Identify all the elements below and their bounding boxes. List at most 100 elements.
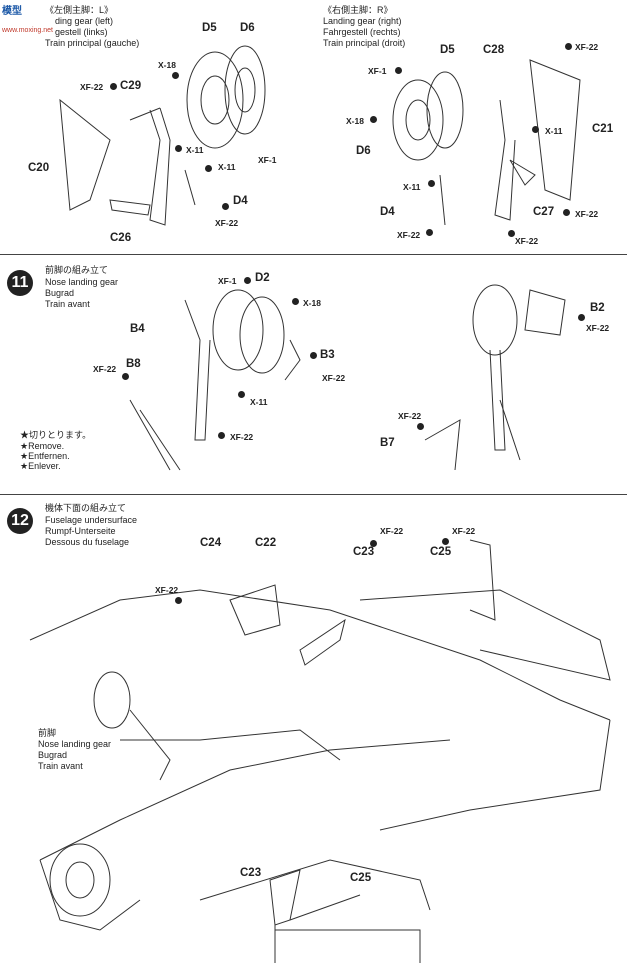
paint-dot <box>292 298 299 305</box>
nose-gear-drawing <box>129 284 566 471</box>
right-title-en: Landing gear (right) <box>323 16 402 26</box>
label-b3: B3 <box>320 349 335 361</box>
paint-dot <box>122 373 129 380</box>
watermark-logo: 模型 <box>2 6 22 17</box>
paint-dot <box>172 72 179 79</box>
paint-dot <box>565 43 572 50</box>
step-12-badge: 12 <box>7 508 33 534</box>
label-d4-left: D4 <box>233 195 248 207</box>
paint-dot <box>532 126 539 133</box>
label-c21: C21 <box>592 123 614 135</box>
step-11-badge: 11 <box>7 270 33 296</box>
code-x11-right-a: X-11 <box>545 126 563 136</box>
label-c24: C24 <box>200 537 222 549</box>
label-c25: C25 <box>430 546 452 558</box>
left-gear-drawing <box>59 45 266 226</box>
remove-note-de: ★Entfernen. <box>20 451 70 461</box>
remove-note-jp: ★切りとります。 <box>20 430 92 440</box>
section-divider <box>0 254 627 255</box>
step12-title-jp: 機体下面の組み立て <box>45 503 127 513</box>
nose-gear-note-de: Bugrad <box>38 750 68 760</box>
label-c27: C27 <box>533 206 555 218</box>
code-x18-left: X-18 <box>158 60 176 70</box>
label-c25-detail: C25 <box>350 872 372 884</box>
label-c20: C20 <box>28 162 50 174</box>
step12-title-de: Rumpf-Unterseite <box>45 526 116 536</box>
paint-dot <box>175 597 182 604</box>
paint-dot <box>244 277 251 284</box>
code-xf22-nose-d: XF-22 <box>586 323 610 333</box>
label-b4: B4 <box>130 323 145 335</box>
label-c22: C22 <box>255 537 277 549</box>
paint-dot <box>395 67 402 74</box>
remove-note-en: ★Remove. <box>20 441 65 451</box>
paint-dot <box>426 229 433 236</box>
label-b2: B2 <box>590 302 605 314</box>
step11-title-de: Bugrad <box>45 288 75 298</box>
nose-gear-note-fr: Train avant <box>38 761 83 771</box>
paint-dot <box>175 145 182 152</box>
paint-dot <box>222 203 229 210</box>
paint-dot <box>428 180 435 187</box>
step11-title-jp: 前脚の組み立て <box>45 265 109 275</box>
paint-dot <box>310 352 317 359</box>
step11-title-fr: Train avant <box>45 299 90 309</box>
paint-dot <box>218 432 225 439</box>
label-d5-right: D5 <box>440 44 455 56</box>
paint-dot <box>370 540 377 547</box>
label-c23-detail: C23 <box>240 867 262 879</box>
section-divider <box>0 494 627 495</box>
fuselage-drawing <box>29 539 611 963</box>
paint-dot <box>238 391 245 398</box>
code-xf22-fuselage-a: XF-22 <box>380 526 404 536</box>
code-xf22-right-c: XF-22 <box>397 230 421 240</box>
paint-dot <box>508 230 515 237</box>
paint-dot <box>110 83 117 90</box>
nose-gear-note-jp: 前脚 <box>38 728 57 738</box>
paint-dot <box>578 314 585 321</box>
label-c23: C23 <box>353 546 375 558</box>
left-title-jp: 《左側主脚：L》 <box>45 5 114 15</box>
watermark-url: www.moxing.net <box>2 27 53 34</box>
step11-title-en: Nose landing gear <box>45 277 119 287</box>
left-title-de: gestell (links) <box>55 27 108 37</box>
code-x18-nose: X-18 <box>303 298 321 308</box>
label-b7: B7 <box>380 437 395 449</box>
code-xf22-nose-a: XF-22 <box>322 373 346 383</box>
code-xf22-nose-c: XF-22 <box>230 432 254 442</box>
label-d2: D2 <box>255 272 270 284</box>
code-x11-right-b: X-11 <box>403 182 421 192</box>
code-xf1-nose: XF-1 <box>218 276 237 286</box>
right-title-de: Fahrgestell (rechts) <box>323 27 401 37</box>
paint-dot <box>417 423 424 430</box>
label-c28: C28 <box>483 44 505 56</box>
label-b8: B8 <box>126 358 141 370</box>
code-x11-nose: X-11 <box>250 397 268 407</box>
label-c29: C29 <box>120 80 142 92</box>
code-x11-left-a: X-11 <box>186 145 204 155</box>
right-title-fr: Train principal (droit) <box>323 38 406 48</box>
right-title-jp: 《右側主脚：R》 <box>323 5 393 15</box>
code-xf22-fuselage-c: XF-22 <box>155 585 179 595</box>
left-title-fr: Train principal (gauche) <box>45 38 140 48</box>
label-d6-right: D6 <box>356 145 371 157</box>
paint-dot <box>563 209 570 216</box>
code-xf22-right-a: XF-22 <box>575 42 599 52</box>
code-xf22-right-b: XF-22 <box>575 209 599 219</box>
paint-dot <box>205 165 212 172</box>
code-x11-left-b: X-11 <box>218 162 236 172</box>
label-d4-right: D4 <box>380 206 395 218</box>
code-xf22-left-b: XF-22 <box>215 218 239 228</box>
code-xf22-right-d: XF-22 <box>515 236 539 246</box>
label-c26: C26 <box>110 232 132 244</box>
left-title-en: ding gear (left) <box>55 16 114 26</box>
paint-dot <box>370 116 377 123</box>
label-d6-left: D6 <box>240 22 255 34</box>
code-xf22-nose-b: XF-22 <box>93 364 117 374</box>
paint-dot <box>442 538 449 545</box>
step12-title-en: Fuselage undersurface <box>45 515 138 525</box>
code-xf1-right: XF-1 <box>368 66 387 76</box>
step12-title-fr: Dessous du fuselage <box>45 537 130 547</box>
